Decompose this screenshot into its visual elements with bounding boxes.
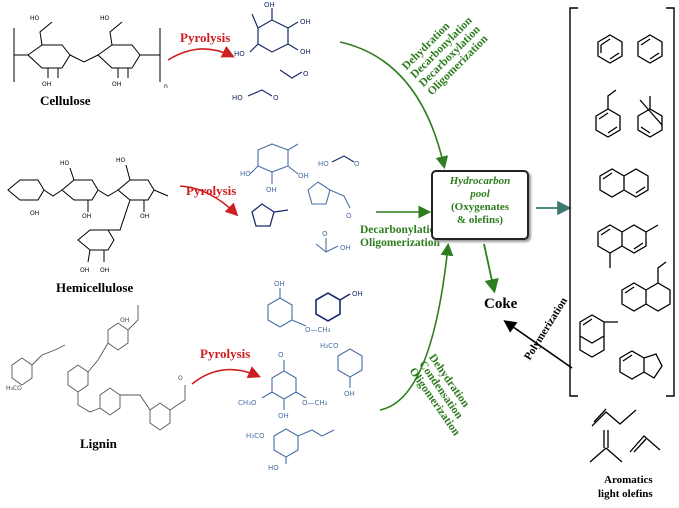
product-bracket-right (666, 7, 675, 397)
pool-sub-1: (Oxygenates (450, 201, 510, 213)
benzene-1 (597, 34, 623, 64)
hydrocarbon-pool-box: Hydrocarbon pool (Oxygenates & olefins) (431, 170, 529, 240)
lignin-o-1: O (178, 375, 183, 382)
phenol-oh-1: OH (274, 280, 285, 288)
methoxyphenol (337, 348, 363, 388)
feedstock-cellulose: Cellulose (40, 93, 91, 108)
formic-acid (331, 155, 355, 163)
pyrolysis-label-hemicellulose: Pyrolysis (186, 183, 237, 198)
cellulose-ho-1: HO (30, 15, 40, 22)
hemi-oh-5: OH (100, 267, 109, 274)
methylnaphthalene-upper (621, 261, 671, 312)
hemi-oh-1: OH (30, 210, 39, 217)
glycolaldehyde (247, 89, 273, 97)
phenol-och3: O—CH₃ (305, 326, 331, 334)
eugenol-ho: HO (268, 464, 279, 472)
levoglucosan-oh-lower: OH (300, 48, 311, 56)
formic-ho: HO (318, 160, 329, 168)
middle-route-label: Decarbonylation Oligomerization (360, 224, 442, 250)
methoxyphenol-h3co: H₃CO (320, 342, 339, 350)
isobutene (589, 430, 623, 463)
pool-title-2: pool (470, 188, 490, 200)
syringol-oh: OH (278, 412, 289, 420)
cellulose-ho-2: HO (100, 15, 110, 22)
coke-label: Coke (484, 296, 518, 312)
benzene-2 (637, 34, 663, 64)
pyrolysis-arrow-hemicellulose (179, 185, 239, 217)
acetic-o: O (322, 230, 328, 238)
acetic-acid (315, 238, 339, 253)
glycolaldehyde-ho: HO (232, 94, 243, 102)
hemi-oh-3: OH (140, 213, 149, 220)
acetic-oh: OH (340, 244, 351, 252)
middle-route-step-1: Decarbonylation (360, 224, 442, 236)
hemi-oh-4: OH (80, 267, 89, 274)
hemi-ho-2: HO (116, 157, 126, 164)
butene (591, 408, 637, 427)
xylose-oh-bottom: OH (266, 186, 277, 194)
pool-title-1: Hydrocarbon (449, 175, 511, 187)
lignin-structure (11, 305, 186, 431)
furfural-o: O (346, 212, 352, 220)
lignin-h3co: H₃CO (6, 385, 22, 392)
xylose-ring (249, 143, 299, 184)
levoglucosan-oh-right: OH (300, 18, 311, 26)
naphthalene (599, 168, 649, 198)
pyrolysis-arrow-cellulose (167, 45, 235, 61)
arrow-upper-to-pool (339, 41, 449, 170)
syringol-o: O (278, 351, 284, 359)
phenol-bold (315, 292, 351, 322)
hemicellulose-structure (7, 164, 169, 263)
furfural (307, 181, 351, 209)
syringol-och3: O—CH₃ (302, 399, 328, 407)
xylose-ho: HO (240, 170, 251, 178)
cellulose-oh-2: OH (112, 81, 121, 88)
phenol-bold-oh: OH (352, 290, 363, 298)
cellulose-oh-1: OH (42, 81, 51, 88)
aldehyde-o: O (303, 70, 309, 78)
formaldehyde-ish (279, 69, 303, 79)
product-bracket-left (569, 7, 578, 397)
guaiacol-style-phenol (267, 288, 307, 328)
pyrolysis-arrow-lignin (191, 366, 261, 385)
arrow-polymerization (503, 320, 573, 369)
hemi-ho-1: HO (60, 160, 70, 167)
products-line-1: Aromatics (604, 474, 653, 486)
syringol (261, 360, 307, 410)
levoglucosan-ho: HO (234, 50, 245, 58)
xylose-oh-right: OH (298, 172, 309, 180)
dimethylnaphthalene (597, 224, 659, 268)
arrow-pool-to-coke (483, 243, 499, 294)
levoglucosan-oh-top: OH (264, 1, 275, 9)
pyrolysis-label-lignin: Pyrolysis (200, 346, 251, 361)
formic-o: O (354, 160, 360, 168)
propene (629, 435, 661, 453)
eugenol-h3co: H₃CO (246, 432, 265, 440)
indene (619, 350, 663, 380)
cellulose-structure (13, 21, 161, 82)
levoglucosan (249, 8, 299, 53)
xylene (637, 96, 663, 138)
glycolaldehyde-o: O (273, 94, 279, 102)
syringol-ch3o: CH₃O (238, 399, 257, 407)
pool-sub-2: & olefins) (456, 214, 504, 226)
toluene-1 (595, 89, 621, 138)
middle-route-step-2: Oligomerization (360, 237, 440, 249)
feedstock-lignin: Lignin (80, 436, 117, 451)
arrow-lower-to-pool (379, 242, 454, 411)
lignin-oh-1: OH (120, 317, 129, 324)
methylnaphthalene-lower (579, 314, 618, 358)
methoxyphenol-oh: OH (344, 390, 355, 398)
methylfuran (251, 203, 289, 227)
feedstock-hemicellulose: Hemicellulose (56, 280, 134, 295)
pyrolysis-label-cellulose: Pyrolysis (180, 30, 231, 45)
hemi-oh-2: OH (82, 213, 91, 220)
cellulose-n: n (164, 83, 168, 90)
products-line-2: light olefins (598, 488, 653, 500)
eugenol (273, 428, 335, 464)
